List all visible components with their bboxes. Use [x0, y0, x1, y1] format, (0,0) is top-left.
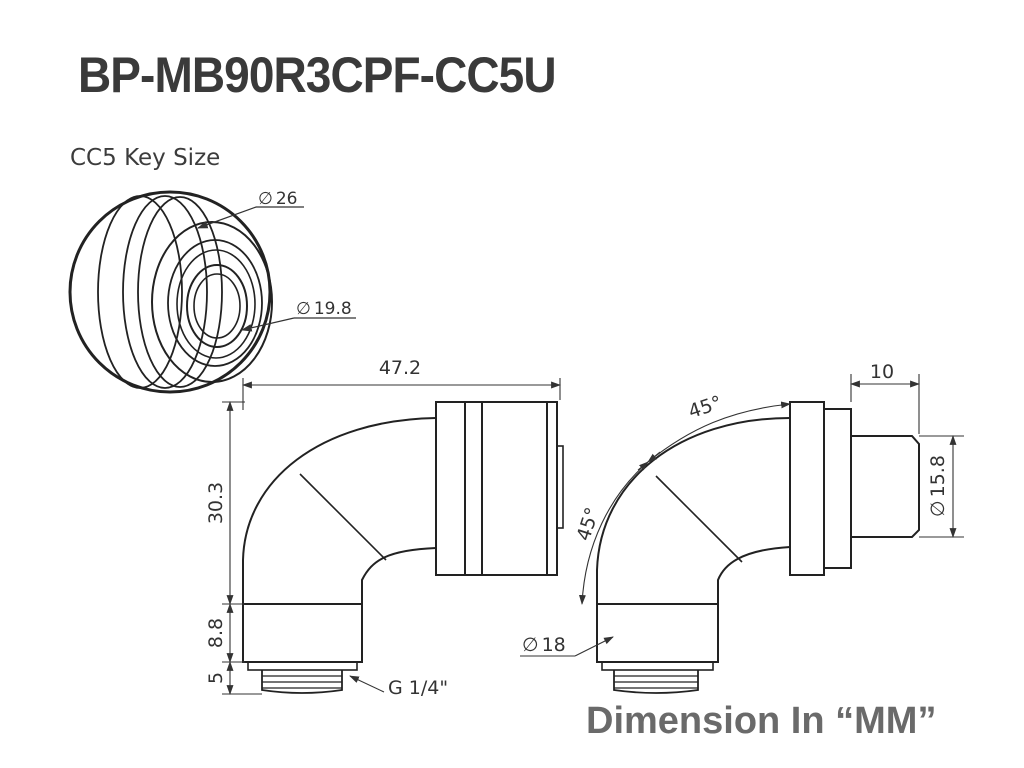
- front-view-fitting: [596, 401, 920, 694]
- side-view-dimensions: [222, 378, 561, 695]
- body-diameter-label: ∅18: [522, 634, 566, 656]
- key-size-label: CC5 Key Size: [70, 145, 221, 171]
- inner-diameter-callout: ∅19.8: [240, 299, 356, 332]
- height-label: 30.3: [205, 482, 227, 524]
- front-view-dimensions: [520, 374, 964, 657]
- product-title: BP-MB90R3CPF-CC5U: [78, 47, 557, 103]
- outer-diameter-callout: ∅26: [196, 189, 304, 229]
- overall-length-label: 47.2: [379, 357, 421, 379]
- inner-diameter-label: ∅19.8: [296, 299, 352, 319]
- fitting-diameter-label: ∅15.8: [927, 455, 949, 517]
- side-view-fitting: [242, 401, 564, 694]
- thread-height-label: 5: [205, 672, 227, 684]
- angle-lower-label: 45°: [573, 505, 604, 544]
- thread-spec-label: G 1/4": [388, 677, 448, 699]
- angle-upper-label: 45°: [686, 392, 725, 423]
- base-height-label: 8.8: [205, 618, 227, 648]
- units-note: Dimension In “MM”: [586, 700, 937, 742]
- outer-diameter-label: ∅26: [258, 189, 297, 209]
- fitting-length-label: 10: [870, 361, 894, 383]
- key-size-detail-view: [68, 190, 273, 394]
